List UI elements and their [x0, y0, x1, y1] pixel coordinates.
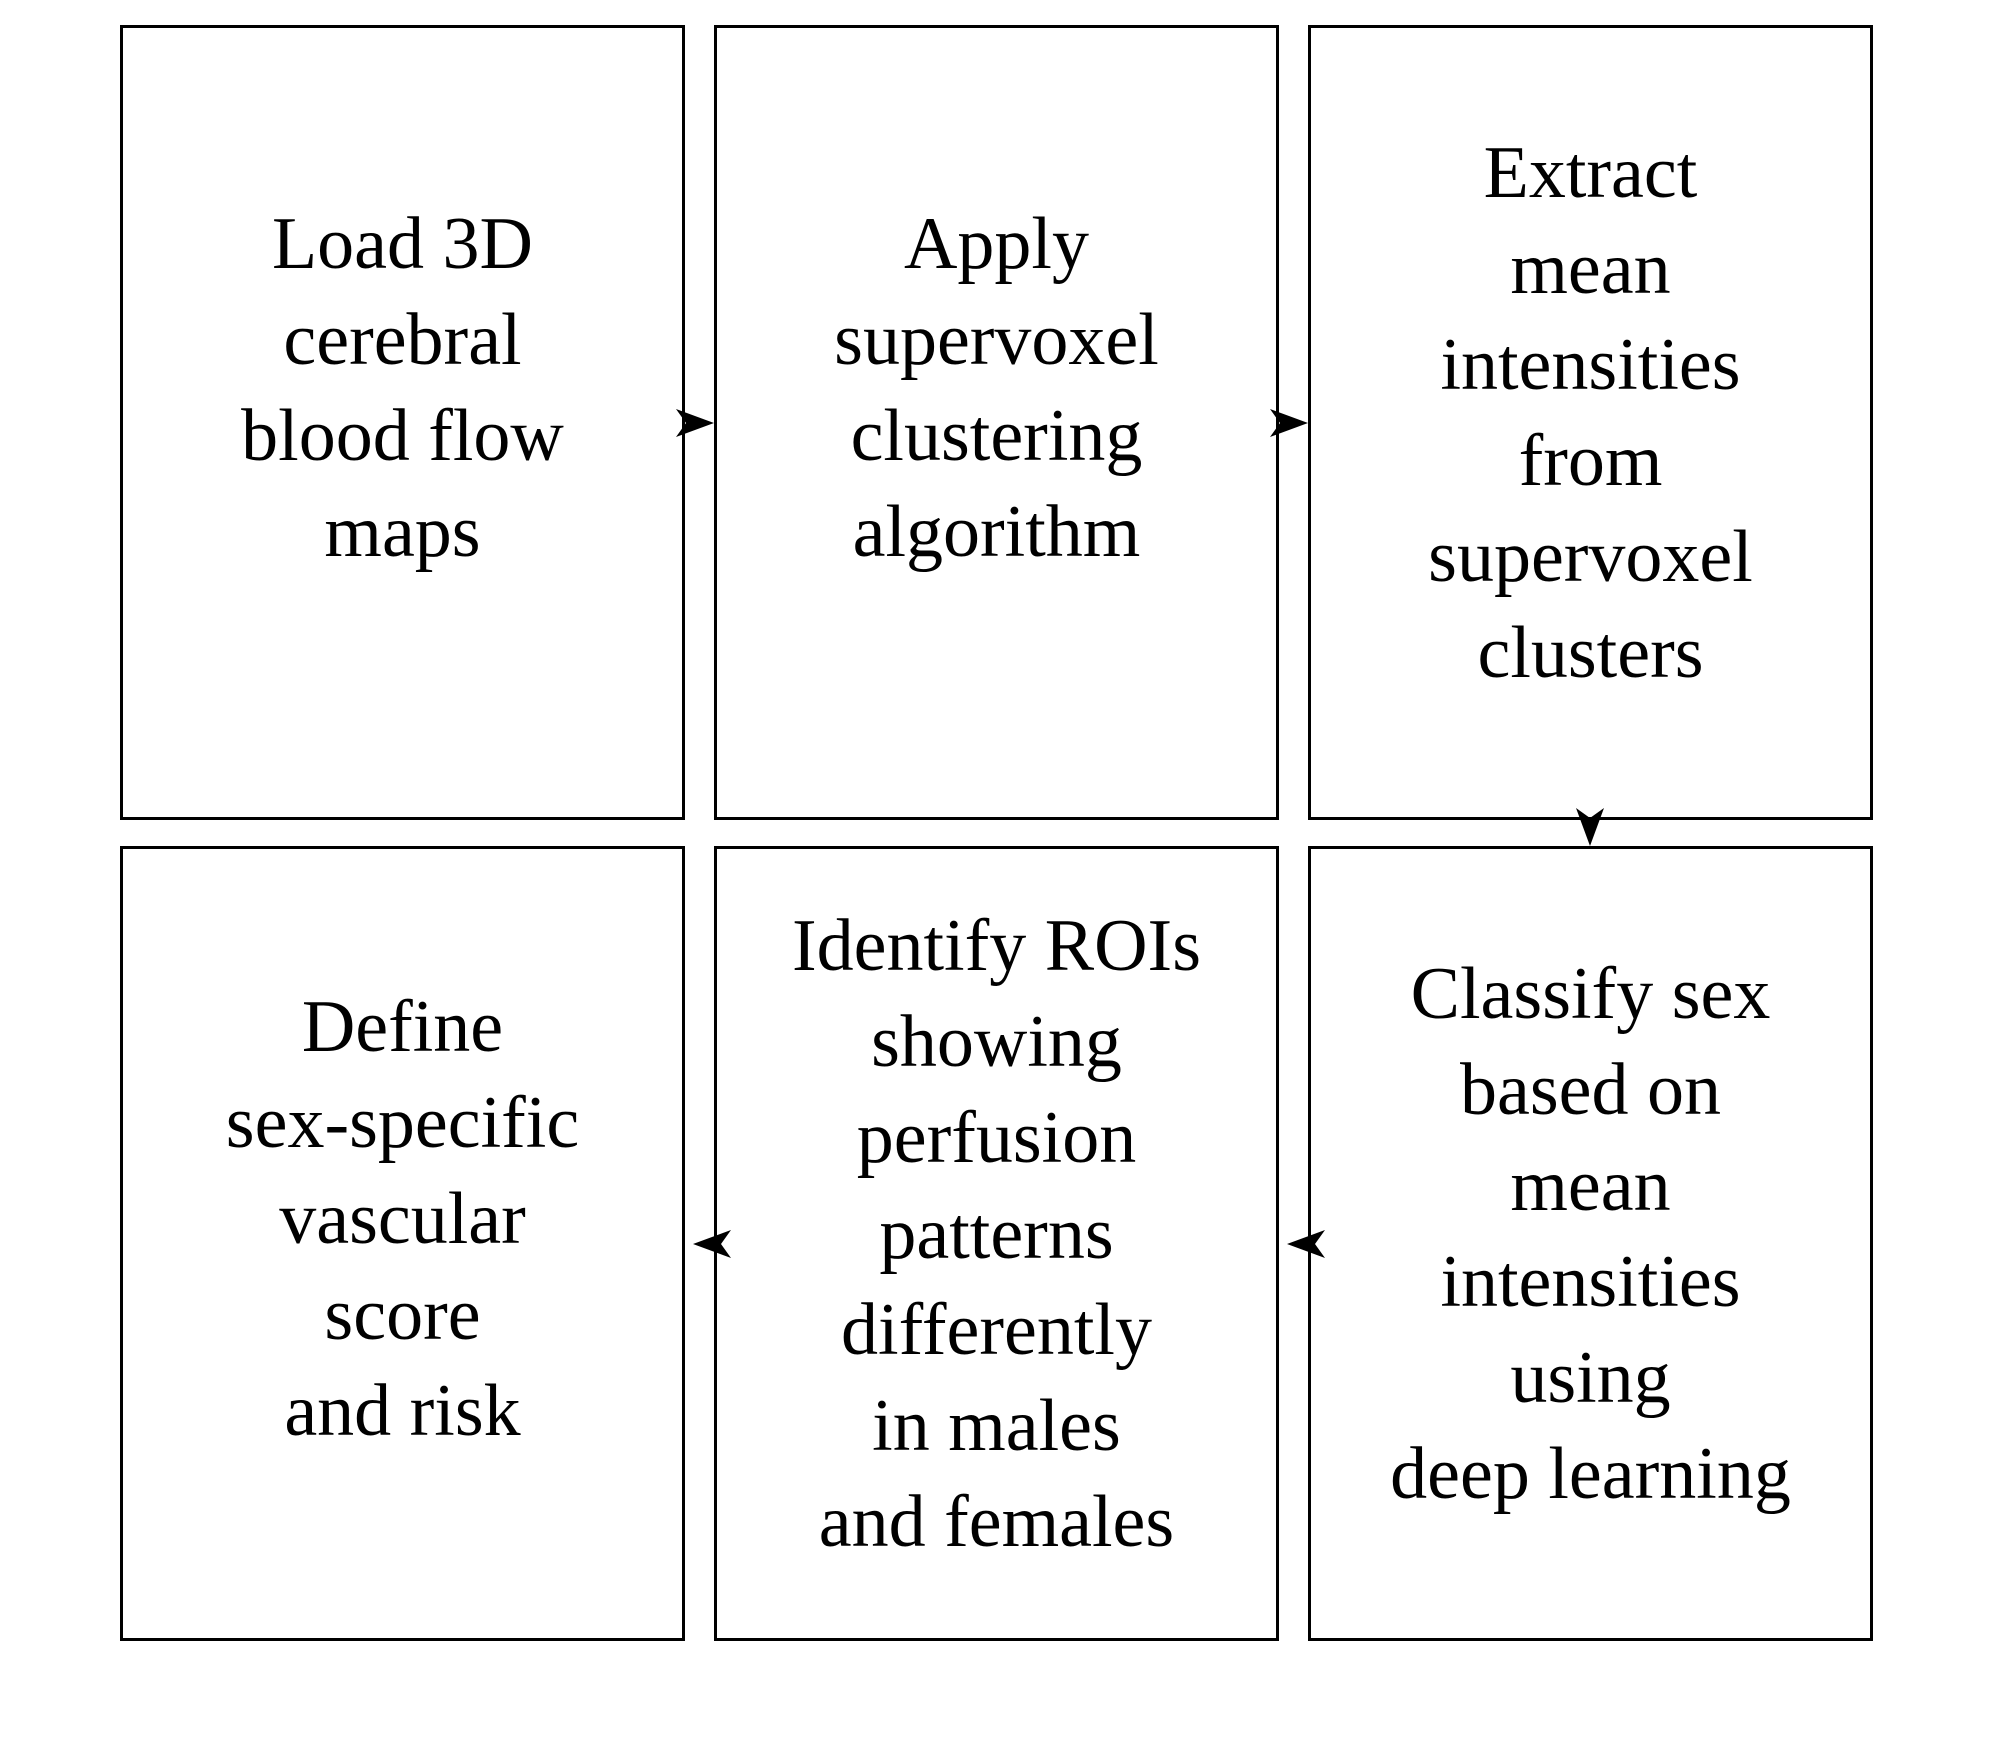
step-text: Define sex-specific vascular score and r… — [225, 985, 580, 1452]
step-box-extract-mean-intensities: Extract mean intensities from supervoxel… — [1308, 25, 1873, 820]
step-text: Identify ROIs showing perfusion patterns… — [792, 904, 1201, 1563]
step-box-apply-supervoxel-clustering: Apply supervoxel clustering algorithm — [714, 25, 1279, 820]
step-box-load-cbf-maps: Load 3D cerebral blood flow maps — [120, 25, 685, 820]
step-box-define-vascular-score: Define sex-specific vascular score and r… — [120, 846, 685, 1641]
step-text: Apply supervoxel clustering algorithm — [834, 202, 1159, 573]
step-text: Classify sex based on mean intensities u… — [1390, 952, 1791, 1515]
step-box-identify-rois: Identify ROIs showing perfusion patterns… — [714, 846, 1279, 1641]
step-box-classify-sex: Classify sex based on mean intensities u… — [1308, 846, 1873, 1641]
step-text: Load 3D cerebral blood flow maps — [241, 202, 564, 573]
step-text: Extract mean intensities from supervoxel… — [1428, 131, 1753, 694]
